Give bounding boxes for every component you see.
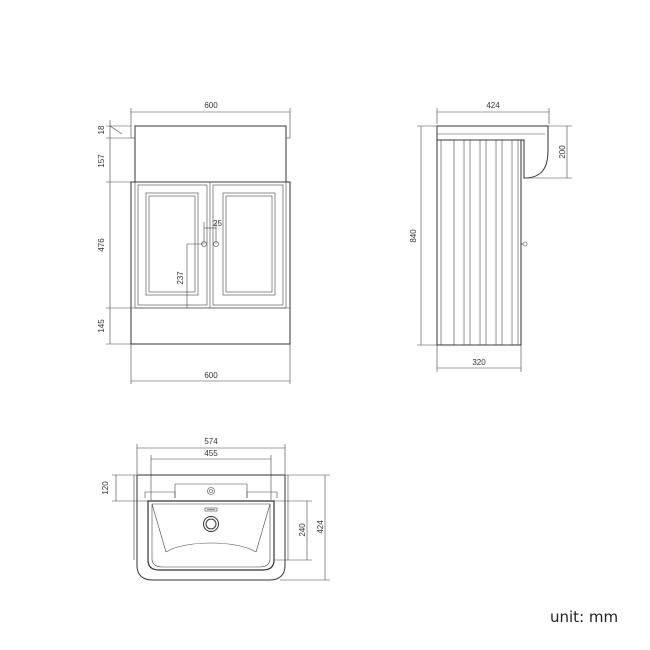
front-left-door xyxy=(137,184,208,306)
knob-height-label: 237 xyxy=(176,271,185,285)
side-total-depth-dimension: 424 xyxy=(436,101,550,124)
top-strip-label: 18 xyxy=(97,125,106,134)
front-height-dimensions: 18 157 476 145 xyxy=(97,120,135,345)
front-bottom-width-dimension: 600 xyxy=(130,344,291,384)
knob-spacing-label: 25 xyxy=(213,219,222,228)
side-view: 424 200 xyxy=(409,101,572,372)
overflow-icon xyxy=(204,507,218,512)
side-cabinet xyxy=(436,139,522,346)
top-basin-bowl xyxy=(147,500,275,571)
side-knob-icon xyxy=(521,241,528,247)
front-bottom-width-label: 600 xyxy=(204,371,218,380)
front-right-door xyxy=(212,184,284,306)
front-cabinet xyxy=(130,181,291,345)
top-total-depth-label: 424 xyxy=(316,520,325,534)
top-deck-depth-label: 120 xyxy=(101,481,110,495)
plinth-height-label: 145 xyxy=(97,319,106,333)
side-basin-height-dimension: 200 xyxy=(524,125,572,179)
tap-hole-icon xyxy=(207,487,215,495)
side-cabinet-depth-dimension: 320 xyxy=(436,345,522,372)
side-basin-profile xyxy=(436,125,549,179)
side-cabinet-depth-label: 320 xyxy=(472,358,486,367)
basin-height-label: 157 xyxy=(97,154,106,168)
unit-label: unit: mm xyxy=(550,608,619,626)
top-outer-width-dimension: 574 xyxy=(136,437,286,474)
knob-height-dimension: 237 xyxy=(176,243,204,308)
top-view: 574 455 xyxy=(101,437,330,581)
side-total-height-label: 840 xyxy=(409,229,418,243)
top-left-ledge xyxy=(144,491,176,498)
top-deck-depth-dimension: 120 xyxy=(101,474,148,502)
top-basin-outline xyxy=(136,474,286,581)
drain-icon xyxy=(203,516,219,532)
front-top-width-label: 600 xyxy=(204,101,218,110)
knob-spacing-dimension: 25 xyxy=(203,219,222,244)
top-inner-width-dimension: 455 xyxy=(150,449,272,500)
side-total-height-dimension: 840 xyxy=(409,125,437,346)
front-top-width-dimension: 600 xyxy=(130,101,291,126)
front-basin xyxy=(130,125,291,183)
side-basin-height-label: 200 xyxy=(558,145,567,159)
top-inner-width-label: 455 xyxy=(204,449,218,458)
top-total-depth-dimension: 424 xyxy=(280,474,330,581)
top-bowl-depth-label: 240 xyxy=(298,523,307,537)
top-bowl-depth-dimension: 240 xyxy=(274,500,312,561)
front-view: 600 xyxy=(97,101,291,384)
top-outer-width-label: 574 xyxy=(204,437,218,446)
door-height-label: 476 xyxy=(97,238,106,252)
top-right-ledge xyxy=(246,491,278,498)
side-total-depth-label: 424 xyxy=(486,101,500,110)
